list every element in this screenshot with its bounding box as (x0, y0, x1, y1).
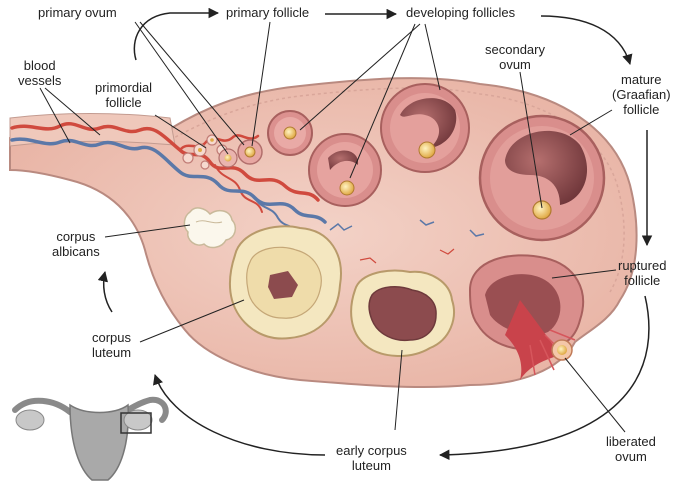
small-vessel (439, 248, 455, 255)
label-text: follicle (105, 95, 142, 110)
small-vessel (329, 223, 353, 231)
label-primary-ovum: primary ovum (38, 5, 117, 20)
small-vessel (469, 229, 485, 237)
label-text: early corpus (336, 443, 407, 458)
label-corpus-luteum: corpus luteum (92, 330, 131, 360)
label-text: follicle (623, 102, 660, 117)
label-ruptured-follicle: ruptured follicle (618, 258, 666, 288)
label-text: developing follicles (406, 5, 516, 20)
liberated-ovum (551, 339, 573, 361)
label-corpus-albicans: corpus albicans (52, 229, 100, 259)
label-text: primary ovum (38, 5, 117, 20)
label-text: corpus (56, 229, 96, 244)
label-text: luteum (92, 345, 132, 360)
small-vessel (359, 257, 377, 264)
small-vessel (419, 219, 435, 226)
arrow-to-corpus-albicans (97, 270, 113, 313)
inset-highlight-box (120, 412, 152, 434)
arrow-to-corpus-luteum (153, 374, 326, 456)
label-blood-vessels: blood vessels (18, 58, 61, 88)
corpus-luteum (228, 225, 342, 340)
label-text: ovum (499, 57, 531, 72)
label-text: albicans (52, 244, 100, 259)
arrow-to-mature-follicle (540, 15, 633, 66)
label-text: luteum (351, 458, 391, 473)
artery-branch (178, 134, 260, 152)
label-text: primary follicle (226, 5, 310, 20)
leader-lines (39, 21, 626, 433)
label-text: vessels (18, 73, 62, 88)
label-early-corpus-luteum: early corpus luteum (336, 443, 407, 473)
label-text: (Graafian) (612, 87, 671, 102)
developing-follicle-medium (308, 133, 382, 207)
label-primary-follicle: primary follicle (226, 5, 309, 20)
label-text: mature (621, 72, 662, 87)
mature-follicle (478, 114, 606, 242)
label-liberated-ovum: liberated ovum (606, 434, 656, 464)
label-text: blood (23, 58, 56, 73)
vein-vessel (10, 137, 327, 224)
developing-follicle-small (267, 110, 313, 156)
ruptured-follicle (468, 254, 585, 380)
uterus-inset (12, 396, 169, 481)
arrow-to-primary-follicle (133, 7, 220, 61)
arrow-to-early-corpus-luteum (438, 295, 650, 461)
corpus-albicans (183, 207, 237, 249)
label-developing-follicles: developing follicles (406, 5, 515, 20)
label-mature-follicle: mature (Graafian) follicle (612, 72, 671, 117)
label-secondary-ovum: secondary ovum (485, 42, 545, 72)
label-text: ruptured (618, 258, 667, 273)
label-text: ovum (615, 449, 647, 464)
early-corpus-luteum (350, 269, 455, 357)
primary-ovum-follicle (218, 148, 238, 168)
primary-follicle (237, 139, 263, 165)
label-text: secondary (485, 42, 545, 57)
label-text: corpus (92, 330, 132, 345)
label-text: liberated (606, 434, 656, 449)
label-text: primordial (95, 80, 153, 95)
ovary-cortex-line (169, 87, 625, 293)
label-text: follicle (624, 273, 661, 288)
label-primordial-follicle: primordial follicle (95, 80, 152, 110)
developing-follicle-large (380, 83, 470, 173)
